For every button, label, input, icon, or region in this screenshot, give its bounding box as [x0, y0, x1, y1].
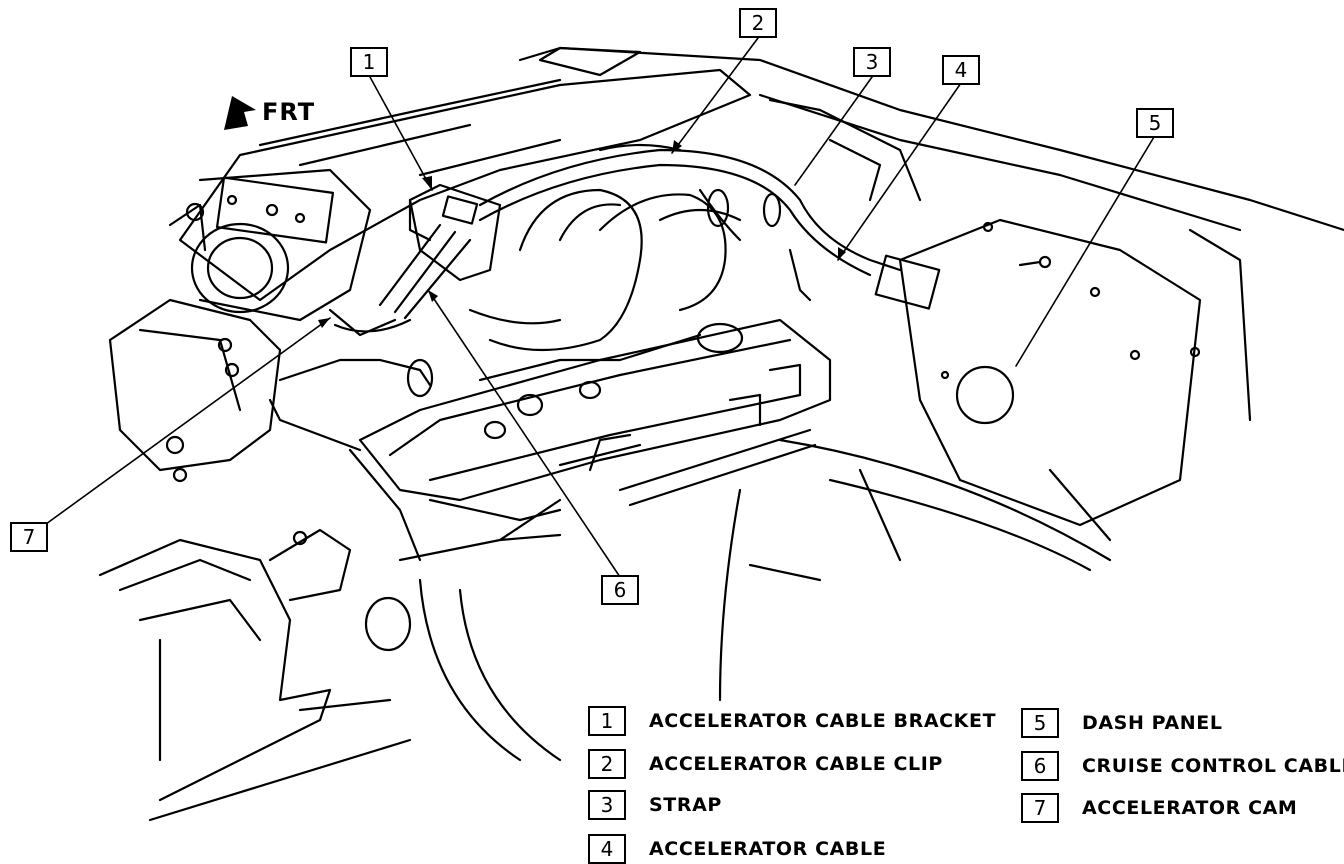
- legend-number: 4: [588, 834, 626, 864]
- callout-1: 1: [350, 47, 388, 77]
- intake-runners: [488, 188, 643, 352]
- callout-7: 7: [10, 522, 48, 552]
- cowl-inner: [758, 93, 1242, 232]
- legend-number: 5: [1021, 708, 1059, 738]
- legend-item-6: 6 CRUISE CONTROL CABLE: [1021, 751, 1344, 781]
- legend-item-5: 5 DASH PANEL: [1021, 708, 1223, 738]
- legend-label: DASH PANEL: [1082, 712, 1223, 734]
- legend-label: ACCELERATOR CAM: [1082, 797, 1298, 819]
- legend-label: ACCELERATOR CABLE: [649, 838, 887, 860]
- valve-cover: [358, 318, 832, 502]
- legend-label: CRUISE CONTROL CABLE: [1082, 755, 1344, 777]
- legend-number: 1: [588, 706, 626, 736]
- callout-3: 3: [853, 47, 891, 77]
- callout-4: 4: [942, 55, 980, 85]
- legend-label: STRAP: [649, 794, 722, 816]
- callout-5: 5: [1136, 108, 1174, 138]
- dash-panel-outline: [898, 218, 1202, 527]
- legend-number: 2: [588, 749, 626, 779]
- dash-panel-hole: [955, 365, 1015, 425]
- legend-item-4: 4 ACCELERATOR CABLE: [588, 834, 886, 864]
- front-direction-indicator: FRT: [222, 92, 315, 132]
- legend-item-2: 2 ACCELERATOR CABLE CLIP: [588, 749, 943, 779]
- throttle-body: [190, 222, 290, 314]
- callout-2: 2: [739, 8, 777, 38]
- legend-label: ACCELERATOR CABLE CLIP: [649, 753, 943, 775]
- legend-item-3: 3 STRAP: [588, 790, 722, 820]
- legend-item-1: 1 ACCELERATOR CABLE BRACKET: [588, 706, 996, 736]
- legend-number: 3: [588, 790, 626, 820]
- front-arrow-icon: [224, 96, 256, 130]
- legend-number: 7: [1021, 793, 1059, 823]
- leader-arrowheads: [318, 140, 846, 328]
- plenum: [178, 68, 752, 302]
- legend-item-7: 7 ACCELERATOR CAM: [1021, 793, 1297, 823]
- callout-6: 6: [601, 575, 639, 605]
- front-label: FRT: [262, 98, 316, 126]
- cable-lines: [378, 223, 442, 307]
- leader-lines: [45, 37, 1155, 578]
- fender-left: [98, 538, 332, 802]
- legend-label: ACCELERATOR CABLE BRACKET: [649, 710, 997, 732]
- engine-block: [108, 298, 282, 472]
- legend-number: 6: [1021, 751, 1059, 781]
